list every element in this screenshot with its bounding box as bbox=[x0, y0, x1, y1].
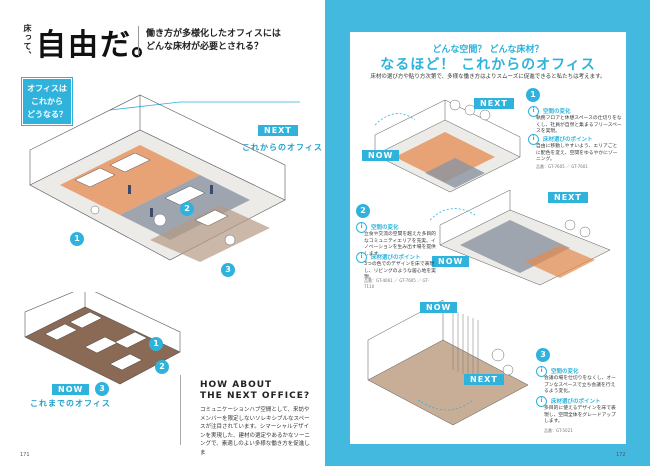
point-1-change-badge: i bbox=[528, 106, 539, 117]
point-2-floor-body: 3つの色でのデザインを床で表現し、リビングのような居心地を実現。 bbox=[364, 262, 436, 280]
subtitle-line-2: どんな床材が必要とされる？ bbox=[146, 42, 264, 52]
point-3-change-head: 空間の変化 bbox=[551, 369, 579, 375]
back-wall-right bbox=[139, 94, 286, 200]
scene-2-next-tag: NEXT bbox=[548, 192, 588, 203]
point-1-floor-head: 床材選びのポイント bbox=[543, 137, 593, 143]
scene-3-illustration bbox=[367, 300, 529, 426]
now-marker-1: 1 bbox=[149, 337, 163, 351]
point-2-change-badge: i bbox=[356, 222, 367, 233]
question-box: オフィスは これから どうなる？ bbox=[21, 77, 73, 126]
point-2-code: 品番：GT-4061 ／ GT-7605 ／ GT-7110 bbox=[364, 278, 429, 289]
point-2-change-body: 立食や交流の空間を越えた多目的なコミュニティエリアを充実。イノベーションを生み出… bbox=[364, 232, 436, 257]
scene-2-now-tag: NOW bbox=[432, 256, 470, 267]
point-3-floor-body: 多目的に使えるデザインを床で表現し、空間全体をグレードアップします。 bbox=[544, 406, 616, 424]
page-subtitle: 働き方が多様化したオフィスには どんな床材が必要とされる？ bbox=[146, 28, 281, 54]
now-caption: これまでのオフィス bbox=[30, 399, 111, 408]
now-marker-2: 2 bbox=[155, 360, 169, 374]
point-3-number: 3 bbox=[536, 348, 550, 362]
now-marker-3: 3 bbox=[95, 382, 109, 396]
right-page-number: 172 bbox=[616, 452, 626, 458]
point-3-change-badge: i bbox=[536, 366, 547, 377]
left-page-number: 171 bbox=[20, 452, 30, 458]
scene-1-illustration bbox=[374, 99, 521, 193]
point-1-floor-badge: i bbox=[528, 134, 539, 145]
next-office-illustration bbox=[29, 94, 300, 262]
point-2-number: 2 bbox=[356, 204, 370, 218]
point-3-floor-head: 床材選びのポイント bbox=[551, 399, 601, 405]
scene-1-next-tag: NEXT bbox=[474, 98, 514, 109]
section-body: コミュニケーションハブ空間として、来訪やメンバーを限定しないソレキシブルなスペー… bbox=[200, 407, 311, 456]
subtitle-line-1: 働き方が多様化したオフィスには bbox=[146, 29, 281, 39]
plant-decor bbox=[90, 205, 236, 246]
point-1-floor-body: 自由に移動しやすいよう、エリアごとに配色を変え、空間をゆるやかにゾーニング。 bbox=[536, 144, 618, 162]
point-1-change-head: 空間の変化 bbox=[543, 109, 571, 115]
point-2-floor-badge: i bbox=[356, 252, 367, 263]
section-divider bbox=[180, 375, 181, 445]
right-kicker: どんな空間？ どんな床材？ bbox=[432, 45, 544, 55]
page-title: 自由だ。 bbox=[36, 28, 164, 63]
now-label: NOW bbox=[52, 384, 90, 395]
point-2-floor-head: 床材選びのポイント bbox=[371, 255, 421, 261]
wood-zone bbox=[150, 205, 270, 262]
now-cubicles bbox=[44, 311, 148, 371]
section-heading: HOW ABOUT THE NEXT OFFICE? bbox=[200, 380, 310, 402]
point-3-code: 品番：GT-5021 bbox=[544, 428, 573, 433]
point-3-floor-badge: i bbox=[536, 396, 547, 407]
marker-3: 3 bbox=[221, 263, 235, 277]
question-line-2: これから bbox=[31, 97, 63, 106]
point-1-change-body: 執務フロアと休憩スペースの仕切りをなくし、社員が自然と集まるフリースペースを実現… bbox=[536, 116, 622, 134]
scene-3-next-tag: NEXT bbox=[464, 374, 504, 385]
marker-1: 1 bbox=[70, 232, 84, 246]
section-heading-line-2: THE NEXT OFFICE? bbox=[200, 391, 311, 401]
point-3-change-body: 会議の場を仕切りをなくし、オープンなスペースで立ち会議を行えるよう変化。 bbox=[544, 376, 616, 394]
question-line-1: オフィスは bbox=[27, 84, 67, 93]
next-pointer-line bbox=[109, 101, 300, 111]
question-line-3: どうなる？ bbox=[27, 110, 67, 119]
back-wall-left bbox=[29, 94, 141, 185]
right-title: なるほど！ これからのオフィス bbox=[380, 57, 596, 73]
people-figures bbox=[128, 185, 213, 217]
next-label: NEXT bbox=[258, 125, 298, 136]
right-lead: 床材の選び方や貼り方次第で、多様な働き方はよりスムーズに促進できると私たちは考え… bbox=[370, 74, 606, 80]
marker-2: 2 bbox=[180, 202, 194, 216]
point-1-number: 1 bbox=[526, 88, 540, 102]
next-caption: これからのオフィス bbox=[242, 143, 323, 152]
orange-carpet-zone bbox=[60, 145, 200, 215]
scene-3-now-tag: NOW bbox=[420, 302, 458, 313]
point-2-change-head: 空間の変化 bbox=[371, 225, 399, 231]
point-1-code: 品番：GT-7605 ／ GT-7601 bbox=[536, 164, 588, 169]
vertical-lead: 床って、 bbox=[23, 24, 32, 60]
desk-cluster bbox=[74, 152, 229, 227]
now-office-illustration bbox=[24, 292, 181, 385]
section-heading-line-1: HOW ABOUT bbox=[200, 380, 273, 390]
scene-2-illustration bbox=[430, 190, 611, 286]
title-divider bbox=[138, 26, 139, 56]
scene-1-now-tag: NOW bbox=[362, 150, 400, 161]
